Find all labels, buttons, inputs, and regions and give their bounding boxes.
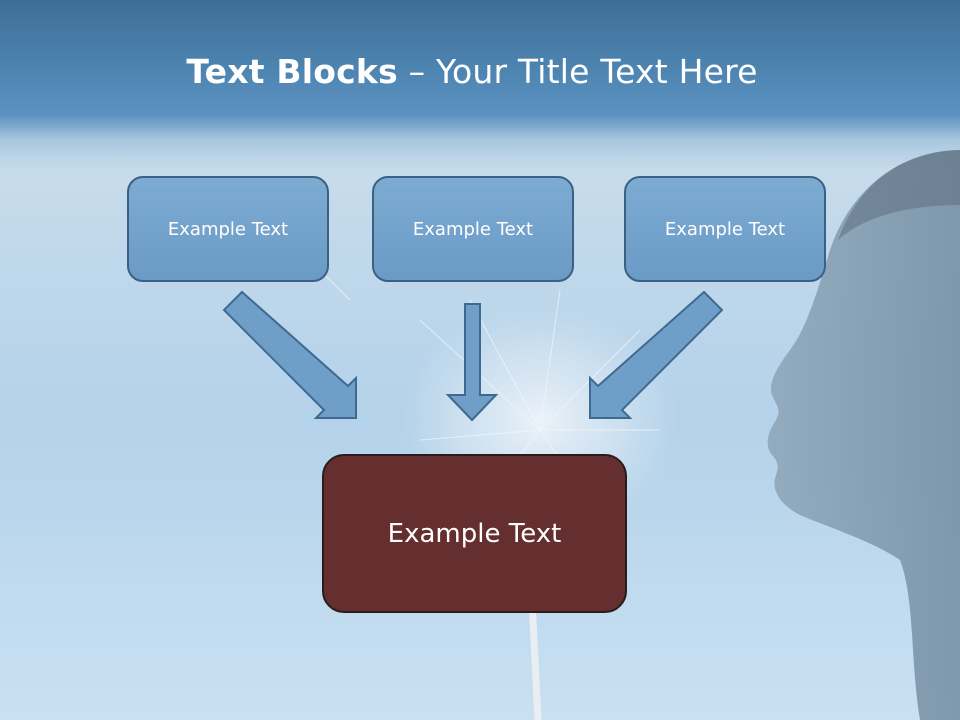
text-block-2[interactable]: Example Text (372, 176, 574, 282)
hair-silhouette (838, 150, 960, 240)
target-text-block[interactable]: Example Text (322, 454, 627, 613)
face-silhouette (767, 150, 960, 720)
dandelion-stem (528, 599, 542, 720)
title-bold-text: Text Blocks (186, 52, 398, 91)
title-regular-text: – Your Title Text Here (397, 52, 758, 91)
arrow-right (589, 290, 724, 419)
text-block-1-label: Example Text (167, 218, 289, 240)
slide-title: Text Blocks – Your Title Text Here (0, 52, 944, 91)
target-text-block-label: Example Text (387, 518, 562, 549)
text-block-3[interactable]: Example Text (624, 176, 826, 282)
header-band (0, 0, 960, 170)
text-block-1[interactable]: Example Text (127, 176, 329, 282)
arrow-left (222, 290, 357, 419)
arrow-middle (445, 303, 499, 422)
text-block-3-label: Example Text (664, 218, 786, 240)
text-block-2-label: Example Text (412, 218, 534, 240)
